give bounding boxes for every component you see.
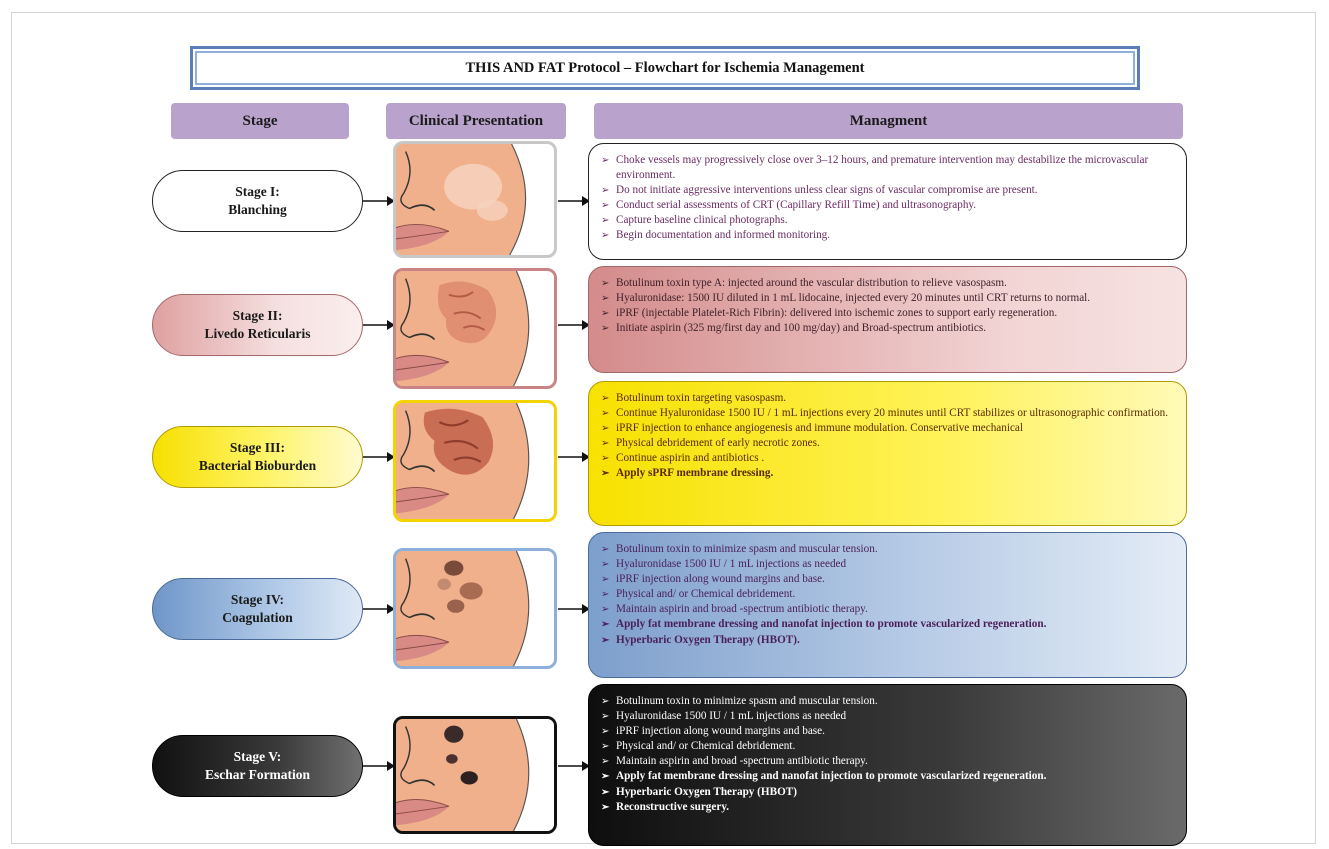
stage-5-name: Eschar Formation (205, 766, 310, 784)
management-item: Physical and/ or Chemical debridement. (601, 587, 1172, 602)
arrow-stage-2-to-photo (363, 319, 395, 331)
header-management: Managment (594, 103, 1183, 139)
arrow-stage-5-to-photo (363, 760, 395, 772)
stage-1-number: Stage I: (235, 183, 280, 201)
management-item: Botulinum toxin targeting vasospasm. (601, 391, 1172, 406)
management-item: Hyaluronidase 1500 IU / 1 mL injections … (601, 557, 1172, 572)
management-item: Conduct serial assessments of CRT (Capil… (601, 198, 1172, 213)
arrow-photo-4-to-management (558, 603, 590, 615)
management-item-emphasis: Hyperbaric Oxygen Therapy (HBOT). (601, 633, 1172, 648)
clinical-photo-stage-4 (393, 548, 557, 669)
management-item: Physical debridement of early necrotic z… (601, 436, 1172, 451)
management-item-emphasis: Reconstructive surgery. (601, 800, 1172, 815)
management-item-emphasis: Apply fat membrane dressing and nanofat … (601, 769, 1172, 784)
management-item: Hyaluronidase: 1500 IU diluted in 1 mL l… (601, 291, 1172, 306)
clinical-photo-stage-3 (393, 400, 557, 522)
stage-4-number: Stage IV: (231, 591, 284, 609)
management-item: Hyaluronidase 1500 IU / 1 mL injections … (601, 709, 1172, 724)
management-item: Do not initiate aggressive interventions… (601, 183, 1172, 198)
stage-5-pill: Stage V: Eschar Formation (152, 735, 363, 797)
management-item-emphasis: Hyperbaric Oxygen Therapy (HBOT) (601, 785, 1172, 800)
header-clinical-presentation: Clinical Presentation (386, 103, 566, 139)
arrow-photo-2-to-management (558, 319, 590, 331)
arrow-photo-3-to-management (558, 451, 590, 463)
arrow-stage-4-to-photo (363, 603, 395, 615)
management-box-stage-5: Botulinum toxin to minimize spasm and mu… (588, 684, 1187, 846)
management-item: Continue aspirin and antibiotics . (601, 451, 1172, 466)
flowchart-title: THIS AND FAT Protocol – Flowchart for Is… (190, 46, 1140, 90)
stage-1-name: Blanching (228, 201, 287, 219)
management-item: iPRF (injectable Platelet-Rich Fibrin): … (601, 306, 1172, 321)
management-item: Maintain aspirin and broad -spectrum ant… (601, 602, 1172, 617)
management-box-stage-2: Botulinum toxin type A: injected around … (588, 266, 1187, 373)
stage-4-pill: Stage IV: Coagulation (152, 578, 363, 640)
stage-3-number: Stage III: (230, 439, 285, 457)
stage-3-name: Bacterial Bioburden (199, 457, 316, 475)
management-item: Initiate aspirin (325 mg/first day and 1… (601, 321, 1172, 336)
management-item: Physical and/ or Chemical debridement. (601, 739, 1172, 754)
arrow-photo-1-to-management (558, 195, 590, 207)
stage-4-name: Coagulation (222, 609, 293, 627)
management-box-stage-1: Choke vessels may progressively close ov… (588, 143, 1187, 260)
stage-2-name: Livedo Reticularis (204, 325, 310, 343)
clinical-photo-stage-1 (393, 141, 557, 258)
management-box-stage-4: Botulinum toxin to minimize spasm and mu… (588, 532, 1187, 678)
management-item-emphasis: Apply sPRF membrane dressing. (601, 466, 1172, 481)
stage-2-pill: Stage II: Livedo Reticularis (152, 294, 363, 356)
management-box-stage-3: Botulinum toxin targeting vasospasm. Con… (588, 381, 1187, 526)
stage-2-number: Stage II: (233, 307, 283, 325)
management-item-emphasis: Apply fat membrane dressing and nanofat … (601, 617, 1172, 632)
management-item: Botulinum toxin type A: injected around … (601, 276, 1172, 291)
management-item: Maintain aspirin and broad -spectrum ant… (601, 754, 1172, 769)
clinical-photo-stage-2 (393, 268, 557, 389)
header-stage: Stage (171, 103, 349, 139)
management-item: iPRF injection along wound margins and b… (601, 572, 1172, 587)
management-item: Botulinum toxin to minimize spasm and mu… (601, 542, 1172, 557)
management-item: Capture baseline clinical photographs. (601, 213, 1172, 228)
management-item: Continue Hyaluronidase 1500 IU / 1 mL in… (601, 406, 1172, 421)
stage-5-number: Stage V: (234, 748, 282, 766)
arrow-stage-3-to-photo (363, 451, 395, 463)
management-item: Botulinum toxin to minimize spasm and mu… (601, 694, 1172, 709)
stage-3-pill: Stage III: Bacterial Bioburden (152, 426, 363, 488)
arrow-stage-1-to-photo (363, 195, 395, 207)
management-item: Choke vessels may progressively close ov… (601, 153, 1172, 183)
management-item: iPRF injection along wound margins and b… (601, 724, 1172, 739)
stage-1-pill: Stage I: Blanching (152, 170, 363, 232)
arrow-photo-5-to-management (558, 760, 590, 772)
management-item: Begin documentation and informed monitor… (601, 228, 1172, 243)
management-item: iPRF injection to enhance angiogenesis a… (601, 421, 1172, 436)
clinical-photo-stage-5 (393, 716, 557, 834)
